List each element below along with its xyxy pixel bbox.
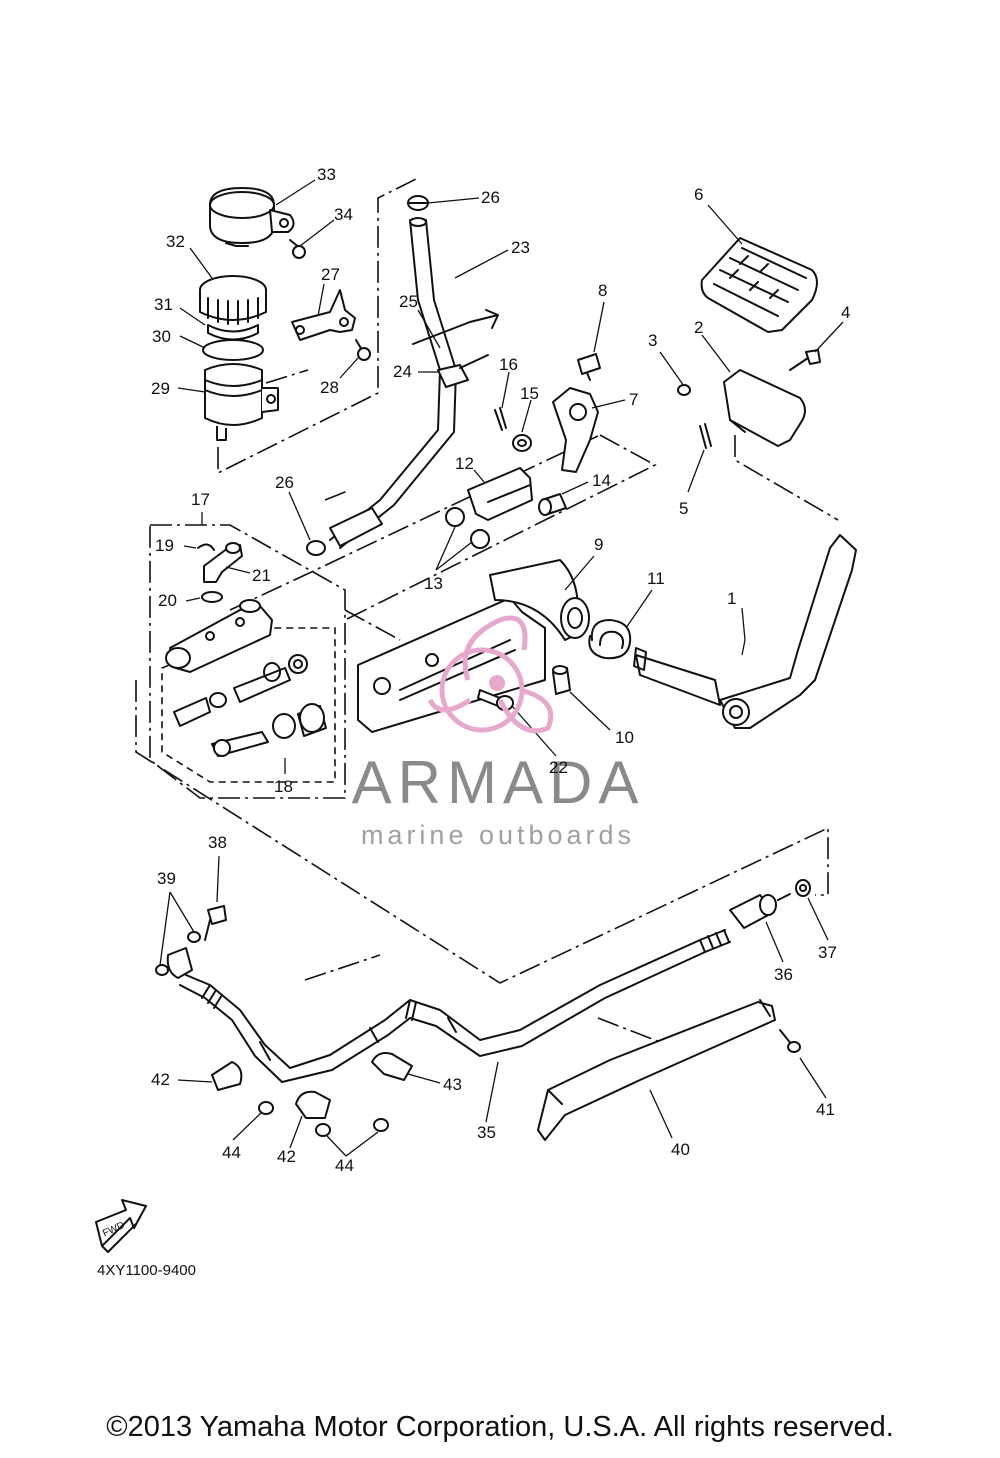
callout-44-left: 44: [222, 1143, 241, 1162]
bracket-27: [291, 289, 356, 341]
callout-35: 35: [477, 1123, 496, 1142]
callout-17: 17: [191, 490, 210, 509]
clamp-42-right: [295, 1090, 331, 1119]
hose-23: [329, 217, 457, 549]
callout-5: 5: [679, 499, 688, 518]
reservoir-cap-33: [209, 187, 295, 247]
callout-42-left: 42: [151, 1070, 170, 1089]
callout-19: 19: [155, 536, 174, 555]
callout-3: 3: [648, 331, 657, 350]
callout-14: 14: [592, 471, 611, 490]
clip-26-top: [407, 195, 429, 211]
callout-10: 10: [615, 728, 634, 747]
master-cylinder-17: [165, 599, 273, 673]
fitting-36: [729, 893, 791, 929]
callout-labels: 1 2 3 4 5 6 7 8 9 10 11 12 13 14 15 16 1…: [151, 165, 850, 1175]
callout-36: 36: [774, 965, 793, 984]
brake-hose-35: [166, 929, 731, 1083]
callout-11: 11: [647, 569, 665, 588]
footrest-bracket-9: [357, 559, 590, 733]
bolt-34: [289, 239, 306, 259]
callout-1: 1: [727, 589, 736, 608]
callout-2: 2: [694, 318, 703, 337]
cotter-pin-16: [494, 407, 507, 431]
callout-26-top: 26: [481, 188, 500, 207]
callout-28: 28: [320, 378, 339, 397]
clevis-12: [467, 467, 533, 521]
screw-28: [355, 339, 371, 361]
watermark-subtitle: marine outboards: [361, 820, 635, 850]
washer-37: [795, 879, 811, 897]
callout-13: 13: [424, 574, 443, 593]
callout-25: 25: [399, 292, 418, 311]
washer-15: [512, 434, 532, 452]
o-ring-20: [201, 591, 223, 603]
pin-14: [538, 493, 567, 516]
brake-pedal-1: [633, 534, 857, 729]
copyright-notice: ©2013 Yamaha Motor Corporation, U.S.A. A…: [106, 1411, 894, 1443]
callout-38: 38: [208, 833, 227, 852]
callout-8: 8: [598, 281, 607, 300]
callout-16: 16: [499, 355, 518, 374]
callout-43: 43: [443, 1075, 462, 1094]
pedal-plate-2: [723, 369, 806, 447]
callout-6: 6: [694, 185, 703, 204]
lever-7: [552, 387, 599, 473]
callout-34: 34: [334, 205, 353, 224]
callout-40: 40: [671, 1140, 690, 1159]
callout-33: 33: [317, 165, 336, 184]
watermark-logo: [427, 615, 554, 734]
callout-20: 20: [158, 591, 177, 610]
union-bolt-21: [203, 542, 243, 583]
washer-3: [677, 384, 691, 396]
watermark-title: ARMADA: [352, 749, 645, 816]
callout-15: 15: [520, 384, 539, 403]
spring-11: [588, 619, 632, 660]
bolt-10: [552, 665, 571, 695]
clamp-42-left: [211, 1061, 243, 1091]
callout-39: 39: [157, 869, 176, 888]
cotter-pin-5: [699, 423, 712, 449]
callout-24: 24: [393, 362, 412, 381]
callout-29: 29: [151, 379, 170, 398]
callout-4: 4: [841, 303, 850, 322]
bolt-41: [779, 1029, 801, 1053]
nuts-13: [445, 507, 490, 549]
reservoir-diaphragm-32-31-30: [199, 275, 267, 361]
callout-42-right: 42: [277, 1147, 296, 1166]
fwd-arrow-icon: FWD: [95, 1199, 147, 1253]
bolt-8: [577, 353, 601, 381]
callout-9: 9: [594, 535, 603, 554]
callout-7: 7: [629, 390, 638, 409]
clip-26-bottom: [306, 540, 326, 556]
circlip-19: [197, 543, 215, 551]
callout-23: 23: [511, 238, 530, 257]
callout-31: 31: [154, 295, 173, 314]
callout-12: 12: [455, 454, 474, 473]
guard-40: [537, 999, 776, 1141]
callout-32: 32: [166, 232, 185, 251]
union-bolt-38: [204, 905, 227, 941]
bolt-4: [789, 349, 821, 371]
leader-lines: [159, 179, 844, 1157]
callout-44-right: 44: [335, 1156, 354, 1175]
callout-27: 27: [321, 265, 340, 284]
callout-21: 21: [252, 566, 271, 585]
callout-18: 18: [274, 777, 293, 796]
callout-37: 37: [818, 943, 837, 962]
reservoir-tank-29: [204, 363, 279, 441]
pedal-pad-6: [700, 237, 818, 333]
clamp-43: [371, 1052, 413, 1081]
piston-kit-18: [173, 654, 327, 757]
callout-41: 41: [816, 1100, 835, 1119]
bolts-44: [258, 1101, 389, 1137]
clamp-24: [437, 354, 489, 388]
callout-22: 22: [549, 758, 568, 777]
diagram-code: 4XY1100-9400: [97, 1262, 196, 1279]
tie-25: [412, 309, 499, 345]
callout-26-bottom: 26: [275, 473, 294, 492]
callout-30: 30: [152, 327, 171, 346]
